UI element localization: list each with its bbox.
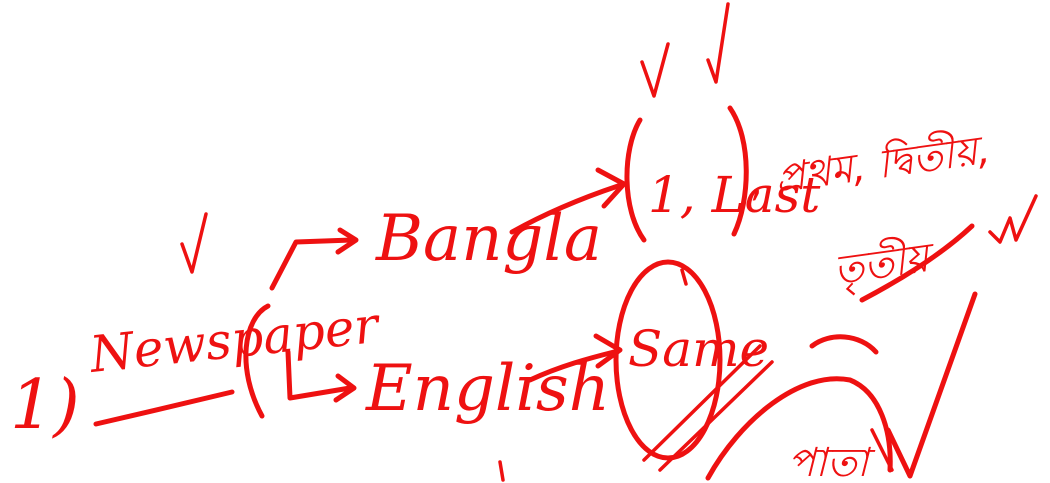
arrow-bangla-pages-head [595,167,627,209]
english-pages: Same [628,320,769,378]
same-circle [613,259,723,461]
strike-line [859,223,975,303]
check-mark-1 [640,42,670,98]
arrow-english-same [527,349,617,383]
bottom-word: পাতা [788,440,876,483]
bangla-extra-words: , প্রথম, দ্বিতীয়, [746,123,992,206]
paren-close [727,105,749,237]
diagonal-line-2 [658,360,774,472]
arrow-english-same-head [593,333,623,369]
topic-underline [93,389,235,427]
arrow-to-english [285,349,353,401]
bottom-arc-top [809,334,879,355]
double-check-mark [988,194,1038,244]
topic-word: Newspaper [86,296,384,384]
paren-open [624,117,647,243]
arrow-to-english-head [333,373,357,403]
bangla-pages: 1, Last [648,166,821,224]
diagonal-line-1 [642,344,762,462]
item-number: 1) [10,366,80,445]
branch-bangla: Bangla [375,202,602,276]
arrow-to-bangla-head [335,227,359,255]
check-mark-2 [706,2,730,84]
branch-bracket [243,303,271,419]
circle-tick [680,268,688,286]
topic-check-mark [180,212,208,274]
arrow-bangla-pages [509,183,621,235]
big-check-mark [885,291,978,479]
arrow-to-bangla [269,237,355,291]
tick-fragment [498,460,505,482]
small-check-stroke [870,428,894,472]
